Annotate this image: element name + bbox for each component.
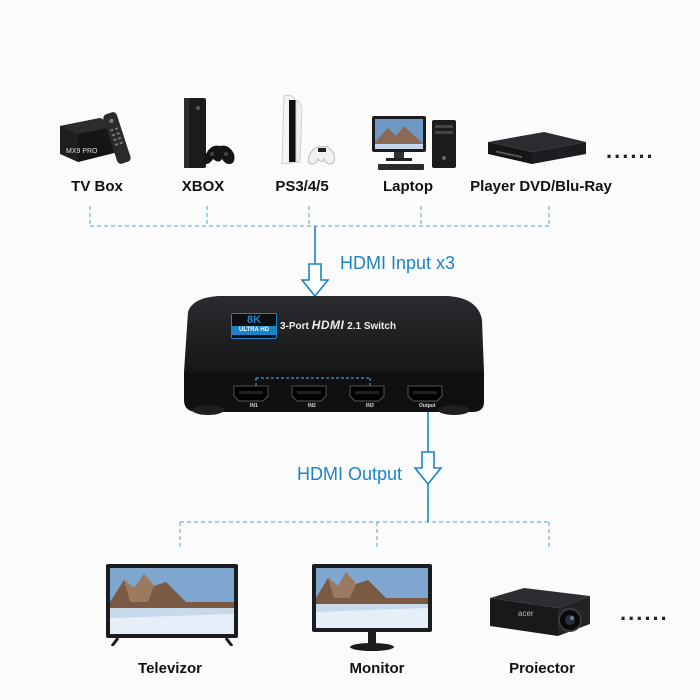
port-label-in1: IN1 (250, 403, 258, 409)
port-label-output: Output (419, 403, 436, 409)
device-label-televizor: Televizor (138, 660, 202, 677)
tv-box-icon: MX9 PRO (60, 112, 131, 164)
device-label-dvd: Player DVD/Blu-Ray (470, 178, 612, 195)
playstation-icon (281, 94, 335, 165)
port-label-in3: IN3 (366, 403, 374, 409)
hdmi-input-caption: HDMI Input x3 (340, 253, 456, 273)
output-arrow-icon (413, 451, 443, 486)
more-inputs-ellipsis: ...... (606, 138, 655, 163)
device-label-tv-box: TV Box (71, 178, 123, 195)
hdmi-output-caption: HDMI Output (297, 464, 403, 484)
television-icon (106, 564, 238, 646)
switch-title-post: 2.1 Switch (347, 321, 397, 332)
device-label-proiector: Proiector (509, 660, 575, 677)
hdmi-logo: HDMI (311, 318, 345, 332)
port-label-in2: IN2 (308, 403, 316, 409)
desktop-computer-icon (372, 116, 456, 170)
more-outputs-ellipsis: ...... (620, 600, 669, 625)
switch-title: 3-Port HDMI 2.1 Switch (280, 318, 396, 332)
hdmi-ports (233, 385, 443, 402)
badge-ultra-hd: ULTRA HD (232, 326, 276, 335)
device-label-ps: PS3/4/5 (275, 178, 329, 195)
projector-brand: acer (518, 609, 534, 618)
dvd-player-icon (488, 132, 586, 164)
8k-badge: 8K ULTRA HD (231, 313, 277, 339)
badge-8k: 8K (246, 314, 262, 326)
monitor-icon (312, 564, 432, 651)
device-label-monitor: Monitor (349, 660, 405, 677)
device-label-xbox: XBOX (181, 178, 225, 195)
input-arrow-icon (300, 263, 330, 298)
switch-title-pre: 3-Port (280, 321, 309, 332)
projector-icon: acer (490, 588, 590, 636)
xbox-icon (184, 98, 235, 168)
tv-box-logo: MX9 PRO (66, 148, 98, 155)
device-label-laptop: Laptop (383, 178, 433, 195)
